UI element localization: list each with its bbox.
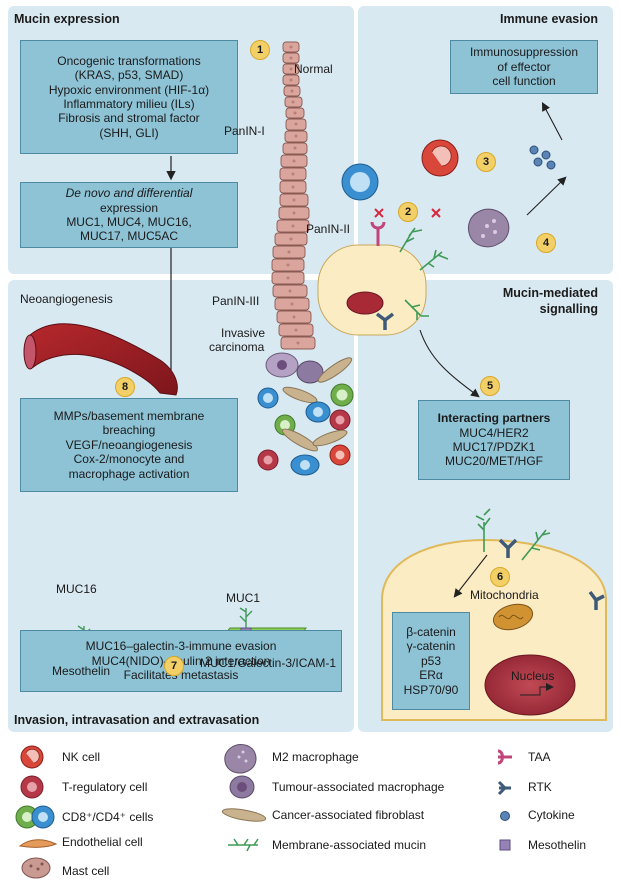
cancer-cell-immune xyxy=(317,244,427,336)
panin-progression-column xyxy=(271,41,316,350)
badge-3: 3 xyxy=(476,152,496,172)
partners-box: Interacting partners MUC4/HER2 MUC17/PDZ… xyxy=(418,400,570,480)
rtk-large-cell-2 xyxy=(588,590,605,610)
title-invasion: Invasion, intravasation and extravasatio… xyxy=(14,713,260,727)
label-muc1: MUC1 xyxy=(226,591,261,605)
denovo-box: De novo and differential expression MUC1… xyxy=(20,182,238,248)
label-nucleus: Nucleus xyxy=(511,669,555,683)
rtk-large-cell xyxy=(498,538,518,558)
badge-2: 2 xyxy=(398,202,418,222)
badge-6: 6 xyxy=(490,567,510,587)
rtk-receptor xyxy=(375,312,395,330)
legend-mesothelin: Mesothelin xyxy=(528,838,587,852)
label-muc16: MUC16 xyxy=(56,582,97,596)
legend-mucin: Membrane-associated mucin xyxy=(272,838,427,852)
label-mitochondria: Mitochondria xyxy=(470,588,539,602)
transcription-arrow xyxy=(520,683,554,696)
mmp-box: MMPs/basement membrane breaching VEGF/ne… xyxy=(20,398,238,492)
legend-endothelial: Endothelial cell xyxy=(62,835,143,849)
legend-taa: TAA xyxy=(528,750,551,764)
label-normal: Normal xyxy=(294,62,333,76)
catenin-box: β-catenin γ-catenin p53 ERα HSP70/90 xyxy=(392,612,470,710)
title-immune-evasion: Immune evasion xyxy=(500,12,598,26)
muc1-mucin xyxy=(239,607,253,632)
title-mucin-expression: Mucin expression xyxy=(14,12,120,26)
label-panin-3: PanIN-III xyxy=(212,294,260,308)
label-muc1-complex: MUC1/Galectin-3/ICAM-1 xyxy=(200,656,337,670)
label-invasive-2: carcinoma xyxy=(209,340,265,354)
arrow-macrophage-cytokine xyxy=(526,176,567,216)
large-cell-mucins xyxy=(475,508,551,561)
legend-treg: T-regulatory cell xyxy=(62,780,148,794)
invasive-carcinoma-cluster xyxy=(257,352,354,476)
inhibition-marks xyxy=(374,208,441,218)
legend-rtk: RTK xyxy=(528,780,552,794)
badge-7: 7 xyxy=(164,656,184,676)
label-invasive-1: Invasive xyxy=(221,326,266,340)
badge-4: 4 xyxy=(536,233,556,253)
arrow-mucin-catenin xyxy=(453,554,488,598)
legend-mast-cell: Mast cell xyxy=(62,864,110,878)
legend-nk-cell: NK cell xyxy=(62,750,101,764)
label-neoangiogenesis: Neoangiogenesis xyxy=(20,292,113,306)
title-signalling-1: Mucin-mediated xyxy=(502,286,598,300)
blood-vessel xyxy=(23,323,178,396)
legend-tam: Tumour-associated macrophage xyxy=(272,780,445,794)
legend-caf: Cancer-associated fibroblast xyxy=(272,808,425,822)
label-panin-2: PanIN-II xyxy=(306,222,351,236)
badge-8: 8 xyxy=(115,377,135,397)
taa-receptor xyxy=(370,221,386,246)
label-mesothelin: Mesothelin xyxy=(52,664,111,678)
oncogenic-box: Oncogenic transformations (KRAS, p53, SM… xyxy=(20,40,238,154)
badge-5: 5 xyxy=(480,376,500,396)
arrow-cell-partners xyxy=(419,329,480,398)
label-panin-1: PanIN-I xyxy=(224,124,265,138)
badge-1: 1 xyxy=(250,40,270,60)
legend-cd-cells: CD8⁺/CD4⁺ cells xyxy=(62,810,154,824)
immunosuppression-box: Immunosuppression of effector cell funct… xyxy=(450,40,598,94)
arrow-cytokine-immuno xyxy=(541,102,563,141)
legend-cytokine: Cytokine xyxy=(528,808,575,822)
legend-icons xyxy=(15,743,512,879)
membrane-mucins xyxy=(399,227,449,320)
legend-m2: M2 macrophage xyxy=(272,750,359,764)
mitochondrion xyxy=(492,603,534,631)
cytokines xyxy=(529,145,556,170)
m2-macrophage xyxy=(467,208,510,248)
title-signalling-2: signalling xyxy=(539,302,598,316)
